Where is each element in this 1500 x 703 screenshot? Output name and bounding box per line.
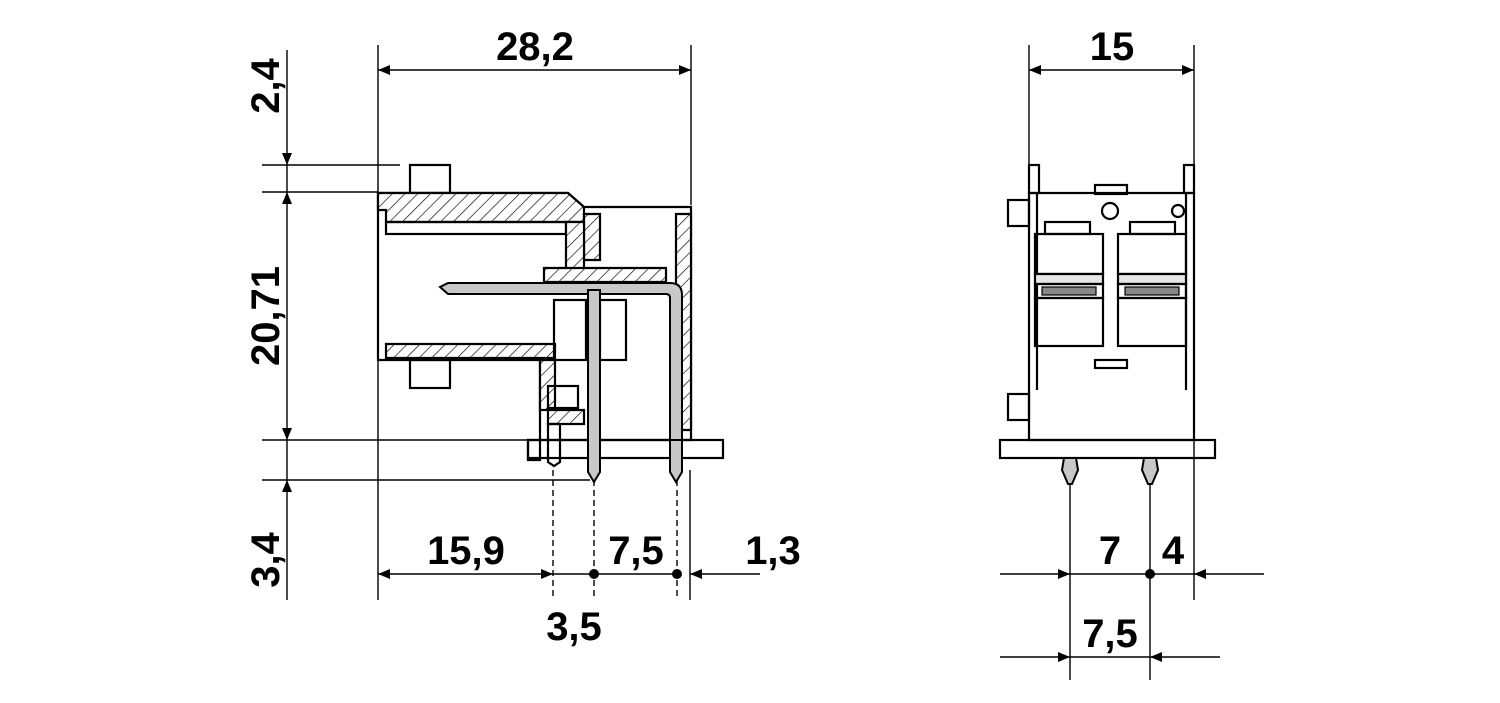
dim-label-front-width: 15: [1090, 25, 1135, 69]
dim-front-row-pitch: 7,5: [1000, 612, 1220, 662]
front-terminal-right: [1116, 220, 1188, 348]
dim-pin-length: 3,4: [244, 440, 292, 600]
dim-label-pitch: 7,5: [608, 529, 664, 573]
dim-front-pitch: 7 4: [1000, 529, 1264, 579]
dim-label-peg-offset: 3,5: [546, 605, 602, 649]
side-pins: [438, 282, 683, 484]
dim-label-pitch-right: 4: [1162, 529, 1185, 573]
front-housing: [998, 163, 1217, 460]
dim-label-edge-offset: 1,3: [745, 529, 801, 573]
side-view: 28,2 2,4 20,71 3,4 15,9 7,5: [244, 25, 801, 649]
front-extension-lines: [1028, 45, 1195, 680]
dim-edge-offset: 1,3: [690, 529, 801, 579]
front-view: 15 7 4 7,5: [998, 25, 1264, 680]
dim-label-pin-length: 3,4: [244, 531, 288, 587]
front-terminal-left: [1033, 220, 1105, 348]
dim-body-height: 20,71: [244, 192, 292, 440]
front-pins: [1060, 457, 1160, 485]
side-housing: [376, 163, 725, 462]
dim-overall-width: 28,2: [378, 25, 691, 75]
dim-front-width: 15: [1029, 25, 1194, 75]
dim-label-pitch-left: 7: [1099, 529, 1121, 573]
dim-label-body-height: 20,71: [244, 266, 288, 366]
dim-label-overall-width: 28,2: [496, 25, 574, 69]
dim-pitch: 7,5: [553, 529, 682, 579]
dim-top-offset: 2,4: [244, 50, 292, 192]
dim-peg-offset: 3,5: [546, 605, 602, 649]
dim-pin-offset: 15,9: [378, 529, 553, 579]
dim-label-pin-offset: 15,9: [427, 529, 505, 573]
dim-label-top-offset: 2,4: [244, 57, 288, 113]
dim-label-row-pitch: 7,5: [1082, 612, 1138, 656]
